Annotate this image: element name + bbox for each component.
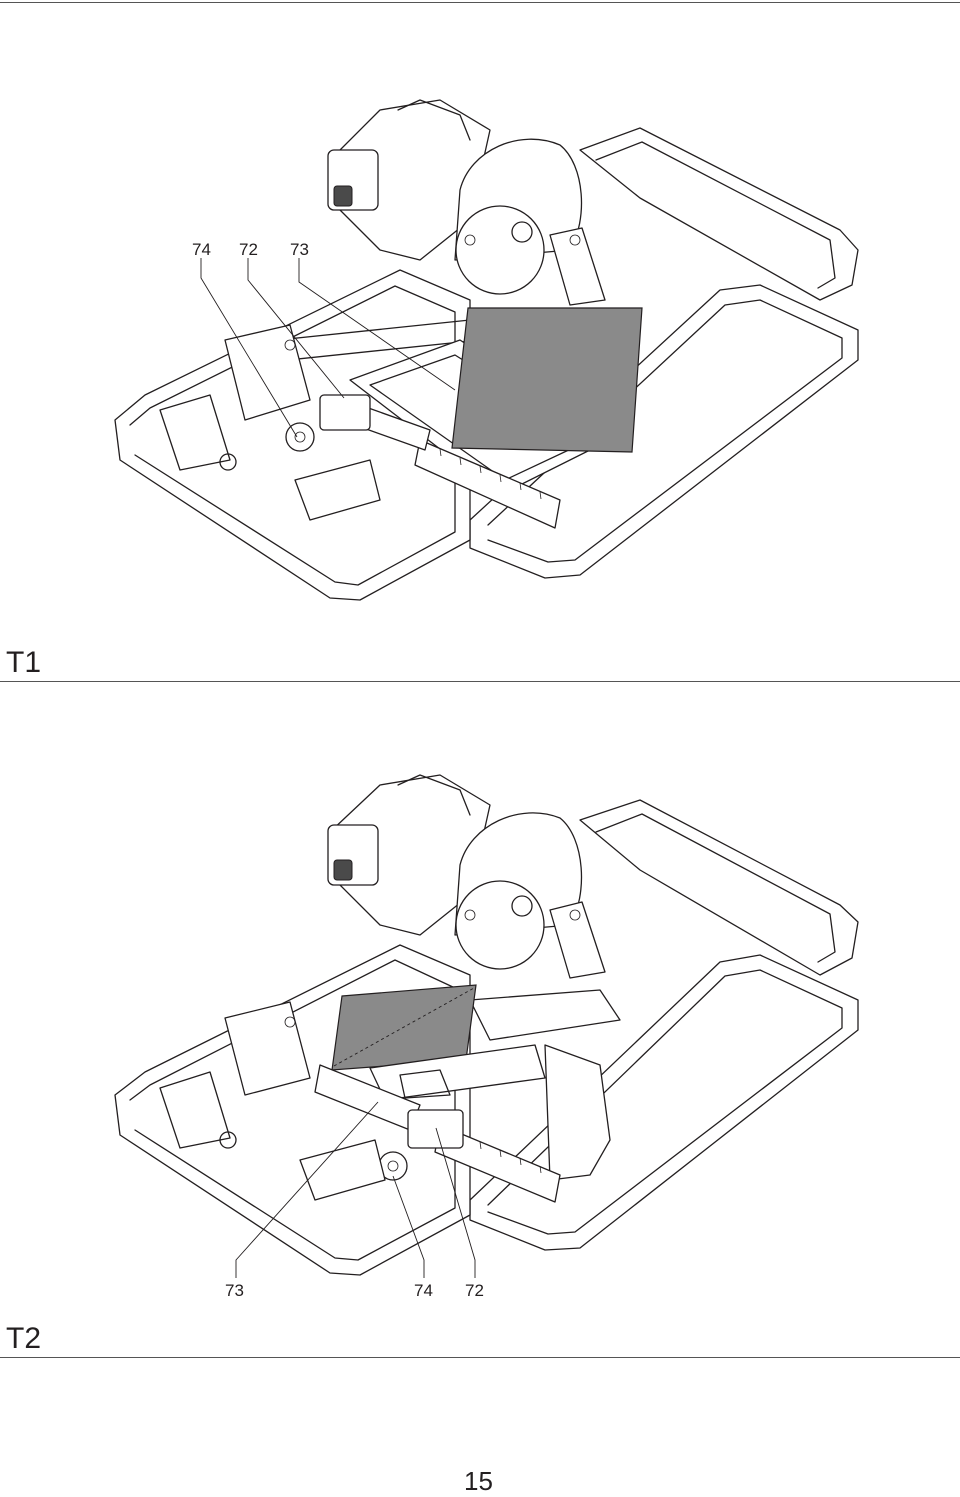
callout-74-t1: 74	[192, 240, 211, 259]
figure-label-t1: T1	[6, 646, 42, 679]
callout-74-t2: 74	[414, 1281, 433, 1300]
page-number: 15	[464, 1466, 493, 1496]
figure-divider-t2	[0, 1357, 960, 1358]
figure-label-t2: T2	[6, 1322, 42, 1355]
water-tray	[579, 799, 859, 976]
callout-73-t1: 73	[290, 240, 309, 259]
callout-72-t1: 72	[239, 240, 258, 259]
ruler	[414, 439, 561, 529]
callout-72-t2: 72	[465, 1281, 484, 1300]
water-tray	[579, 127, 859, 301]
top-rule	[0, 2, 960, 3]
tile	[451, 307, 643, 453]
figure-t1-illustration	[114, 99, 859, 601]
extension-table	[469, 284, 859, 579]
figure-divider-t1	[0, 681, 960, 682]
figure-t2-illustration	[114, 774, 859, 1278]
sliding-table	[469, 989, 621, 1041]
callout-73-t2: 73	[225, 1281, 244, 1300]
